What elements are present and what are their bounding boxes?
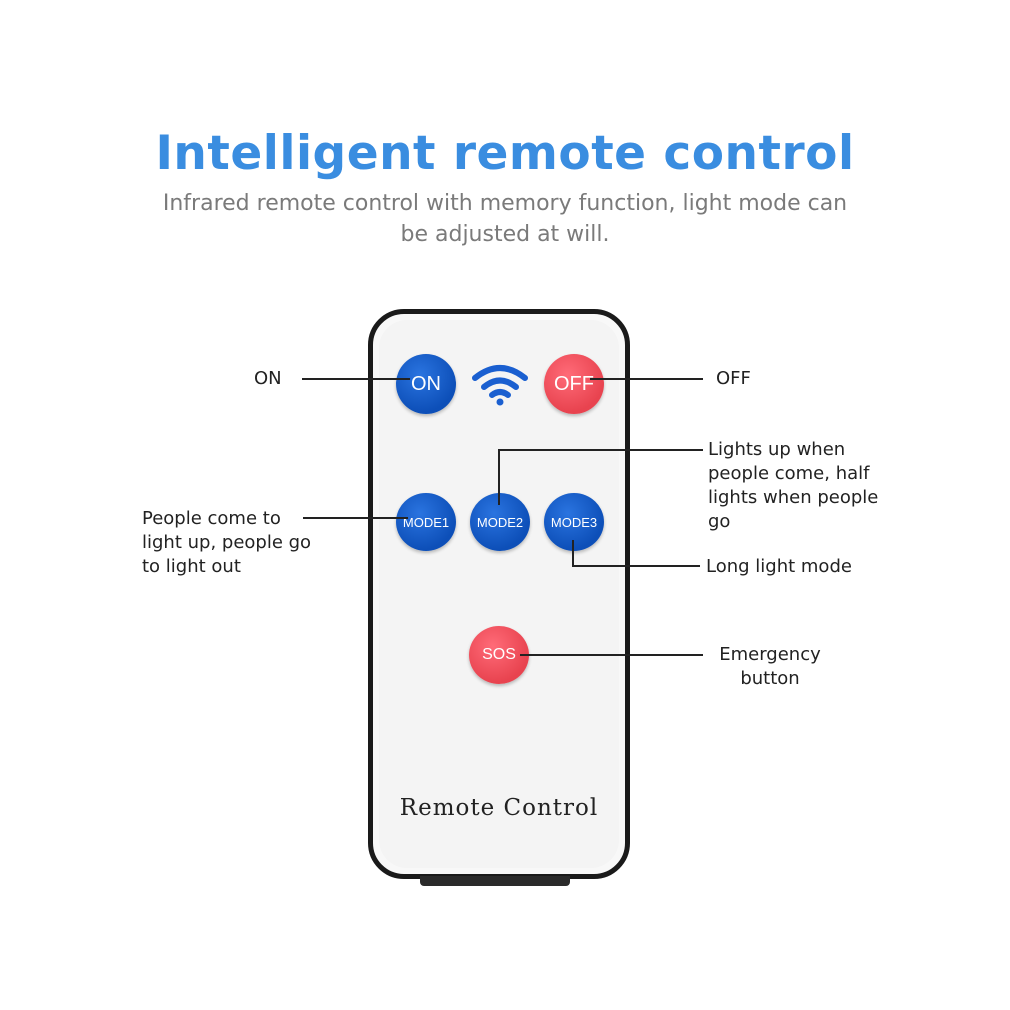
- callout-sos: Emergency button: [719, 644, 821, 689]
- off-button-label: OFF: [554, 372, 594, 395]
- wifi-dot: [496, 398, 504, 406]
- callout-line-mode2: [498, 449, 703, 505]
- mode2-button-label: MODE2: [476, 514, 524, 530]
- page-subtitle: Infrared remote control with memory func…: [162, 191, 848, 247]
- wifi-arc-outer: [472, 365, 528, 381]
- mode3-button-label: MODE3: [550, 514, 598, 530]
- wifi-icon: [472, 365, 528, 406]
- mode1-button-label: MODE1: [402, 514, 450, 530]
- callout-line-mode3: [572, 540, 700, 567]
- wifi-arc-middle: [481, 377, 519, 390]
- on-button[interactable]: ON: [396, 354, 456, 414]
- sos-button-label: SOS: [482, 646, 516, 663]
- wifi-arc-inner: [489, 389, 511, 398]
- callout-mode2: Lights up when people come, half lights …: [708, 439, 879, 532]
- callout-off: OFF: [716, 368, 751, 389]
- mode1-button[interactable]: MODE1: [396, 493, 456, 551]
- page-title: Intelligent remote control: [155, 126, 855, 181]
- remote-battery-tab: [420, 876, 570, 886]
- callout-mode3: Long light mode: [706, 556, 852, 577]
- on-button-label: ON: [411, 372, 441, 395]
- callout-on: ON: [254, 368, 282, 389]
- off-button[interactable]: OFF: [544, 354, 604, 414]
- remote-label: Remote Control: [399, 795, 599, 821]
- callout-mode1: People come to light up, people go to li…: [142, 508, 312, 577]
- sos-button[interactable]: SOS: [469, 626, 529, 684]
